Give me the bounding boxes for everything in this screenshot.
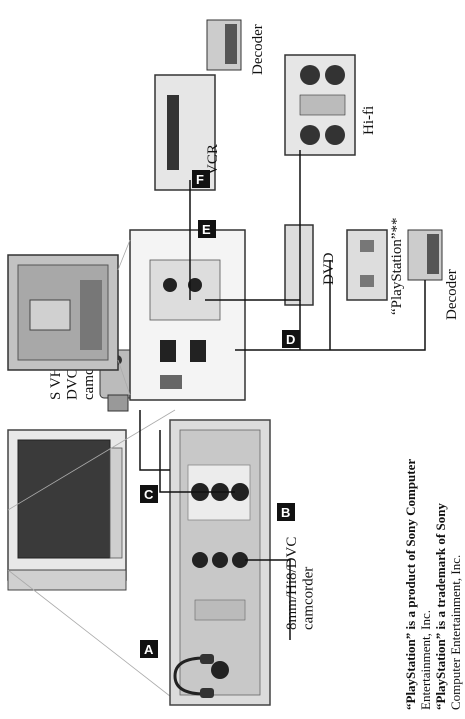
footnote-line4: Computer Entertainment, Inc. (448, 555, 463, 710)
hifi-icon (285, 55, 355, 155)
playstation-label: “PlayStation”** (389, 218, 405, 316)
camcorder-bottom-label: 8mm/Hi8/DVCcamcorder (284, 537, 317, 630)
tv-front (8, 430, 126, 590)
footnote-line1-rest: is a product of Sony Computer (403, 459, 418, 633)
tag-b: B (281, 505, 290, 520)
tag-a: A (144, 642, 154, 657)
rear-panel (130, 230, 245, 400)
dvd-label: DVD (321, 252, 337, 285)
footnote-line3-bold: “PlayStation” (433, 633, 448, 710)
svg-text:“PlayStation” is a trademark o: “PlayStation” is a trademark of Sony (433, 503, 448, 710)
decoder-bottom-icon (408, 230, 442, 280)
cable-c (140, 410, 170, 470)
svg-text:“PlayStation” is a product of: “PlayStation” is a product of Sony Compu… (403, 459, 418, 710)
footnote-line2: Entertainment, Inc. (418, 610, 433, 710)
decoder-top-label: Decoder (250, 24, 266, 75)
tag-f: F (196, 172, 204, 187)
footnote-line3-rest: is a trademark of Sony (433, 503, 448, 633)
dvd-icon (285, 225, 313, 305)
hifi-label: Hi-fi (361, 106, 377, 135)
tag-d: D (286, 332, 295, 347)
decoder-bottom-label: Decoder (444, 269, 460, 320)
tv-rear (8, 255, 118, 370)
footnote: “PlayStation” is a product of Sony Compu… (403, 459, 463, 710)
footnote-line1-bold: “PlayStation” (403, 633, 418, 710)
decoder-top-icon (207, 20, 241, 70)
tag-e: E (202, 222, 211, 237)
playstation-icon (347, 230, 387, 300)
tag-c: C (144, 487, 154, 502)
